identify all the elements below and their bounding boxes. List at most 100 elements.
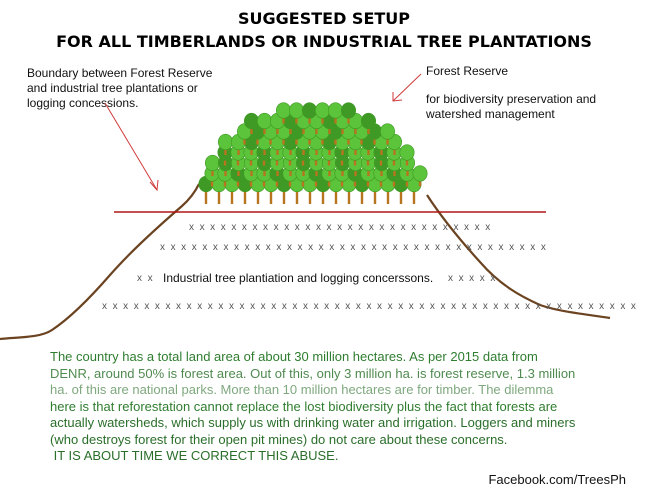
tree-trunk xyxy=(308,114,311,124)
tree-crown xyxy=(282,112,298,130)
tree-crown xyxy=(380,175,396,193)
tree-trunk xyxy=(282,135,285,145)
tree-crown xyxy=(321,144,337,161)
tree-crown xyxy=(308,144,324,161)
tree-trunk xyxy=(217,188,221,204)
tree-trunk xyxy=(243,188,247,204)
tree-trunk xyxy=(347,188,351,204)
tree-crown xyxy=(231,154,247,172)
title-line-1: SUGGESTED SETUP xyxy=(237,9,410,28)
tree-crown xyxy=(301,102,317,119)
x-row-3-right: x x x x x xyxy=(448,273,497,284)
tree-crown xyxy=(373,154,389,172)
tree-trunk xyxy=(379,156,383,166)
tree-crown xyxy=(204,165,220,182)
tree-crown xyxy=(269,154,285,172)
tree-trunk xyxy=(295,188,299,204)
tree-crown xyxy=(347,112,363,130)
tree-trunk xyxy=(341,167,344,176)
tree-trunk xyxy=(367,125,370,134)
tree-crown xyxy=(341,175,357,193)
tree-trunk xyxy=(341,146,344,155)
tree-crown xyxy=(308,165,324,182)
tree-crown xyxy=(205,154,221,172)
tree-trunk xyxy=(334,135,337,145)
tree-crown xyxy=(373,144,389,161)
tree-crown xyxy=(231,133,247,151)
tree-trunk xyxy=(288,156,292,166)
tree-trunk xyxy=(315,125,318,134)
tree-crown xyxy=(327,123,343,140)
tree-crown xyxy=(334,144,350,161)
x-row-2: x x x x x x x x x x x x x x x x x x x x … xyxy=(160,242,548,253)
tree-crown xyxy=(308,133,324,151)
tree-crown xyxy=(334,133,350,151)
tree-crown xyxy=(314,123,330,140)
tree-trunk xyxy=(275,156,279,166)
tree-trunk xyxy=(301,156,305,166)
tree-trunk xyxy=(393,167,396,176)
paragraph-line-5: actually watersheds, which supply us wit… xyxy=(50,415,576,430)
tree-crown xyxy=(211,175,227,193)
tree-crown xyxy=(393,175,409,193)
tree-trunk xyxy=(224,146,227,155)
tree-crown xyxy=(321,154,337,172)
tree-trunk xyxy=(315,167,318,176)
tree-crown xyxy=(379,123,395,140)
title-line-2: FOR ALL TIMBERLANDS OR INDUSTRIAL TREE P… xyxy=(56,32,592,51)
tree-trunk xyxy=(354,167,357,176)
tree-trunk xyxy=(379,177,383,187)
paragraph-line-2: DENR, around 50% is forest area. Out of … xyxy=(50,365,576,381)
tree-trunk xyxy=(250,167,253,176)
tree-trunk xyxy=(276,167,279,176)
tree-crown xyxy=(237,175,253,193)
tree-crown xyxy=(347,165,363,182)
tree-trunk xyxy=(263,167,266,176)
x-row-3-left: x x xyxy=(137,273,154,284)
tree-trunk xyxy=(263,146,266,155)
tree-crown xyxy=(386,133,402,151)
tree-trunk xyxy=(341,125,344,134)
tree-crown xyxy=(367,175,383,193)
tree-trunk xyxy=(295,135,298,145)
tree-trunk xyxy=(373,188,377,204)
tree-crown xyxy=(198,175,214,193)
boundary-arrow xyxy=(104,102,159,192)
tree-trunk xyxy=(302,146,305,155)
tree-crown xyxy=(282,133,298,151)
tree-trunk xyxy=(334,114,337,124)
tree-trunk xyxy=(353,156,357,166)
tree-trunk xyxy=(412,188,416,204)
tree-crown xyxy=(295,133,311,151)
tree-crown xyxy=(340,123,356,140)
tree-crown xyxy=(373,165,389,182)
tree-trunk xyxy=(276,125,279,134)
tree-crown xyxy=(262,123,278,140)
tree-crown xyxy=(360,144,376,161)
tree-crown xyxy=(308,154,324,172)
tree-crown xyxy=(295,144,311,161)
tree-crown xyxy=(217,144,233,161)
tree-trunk xyxy=(301,177,305,187)
tree-crown xyxy=(386,154,402,172)
tree-trunk xyxy=(262,177,266,187)
tree-trunk xyxy=(263,125,266,134)
forest-reserve-description: for biodiversity preservation and waters… xyxy=(426,92,597,121)
tree-crown xyxy=(269,165,285,182)
tree-crown xyxy=(399,165,415,182)
tree-trunk xyxy=(353,177,357,187)
tree-trunk xyxy=(237,146,240,155)
tree-trunk xyxy=(366,156,370,166)
tree-crown xyxy=(321,165,337,182)
tree-trunk xyxy=(256,135,259,145)
tree-crown xyxy=(295,154,311,172)
tree-trunk xyxy=(340,156,344,166)
tree-crown xyxy=(399,154,415,172)
tree-crown xyxy=(218,154,234,172)
tree-trunk xyxy=(289,125,292,134)
tree-crown xyxy=(288,123,304,140)
tree-trunk xyxy=(237,167,240,176)
tree-trunk xyxy=(269,188,273,204)
tree-trunk xyxy=(347,135,350,145)
facebook-credit: Facebook.com/TreesPh xyxy=(488,472,626,487)
